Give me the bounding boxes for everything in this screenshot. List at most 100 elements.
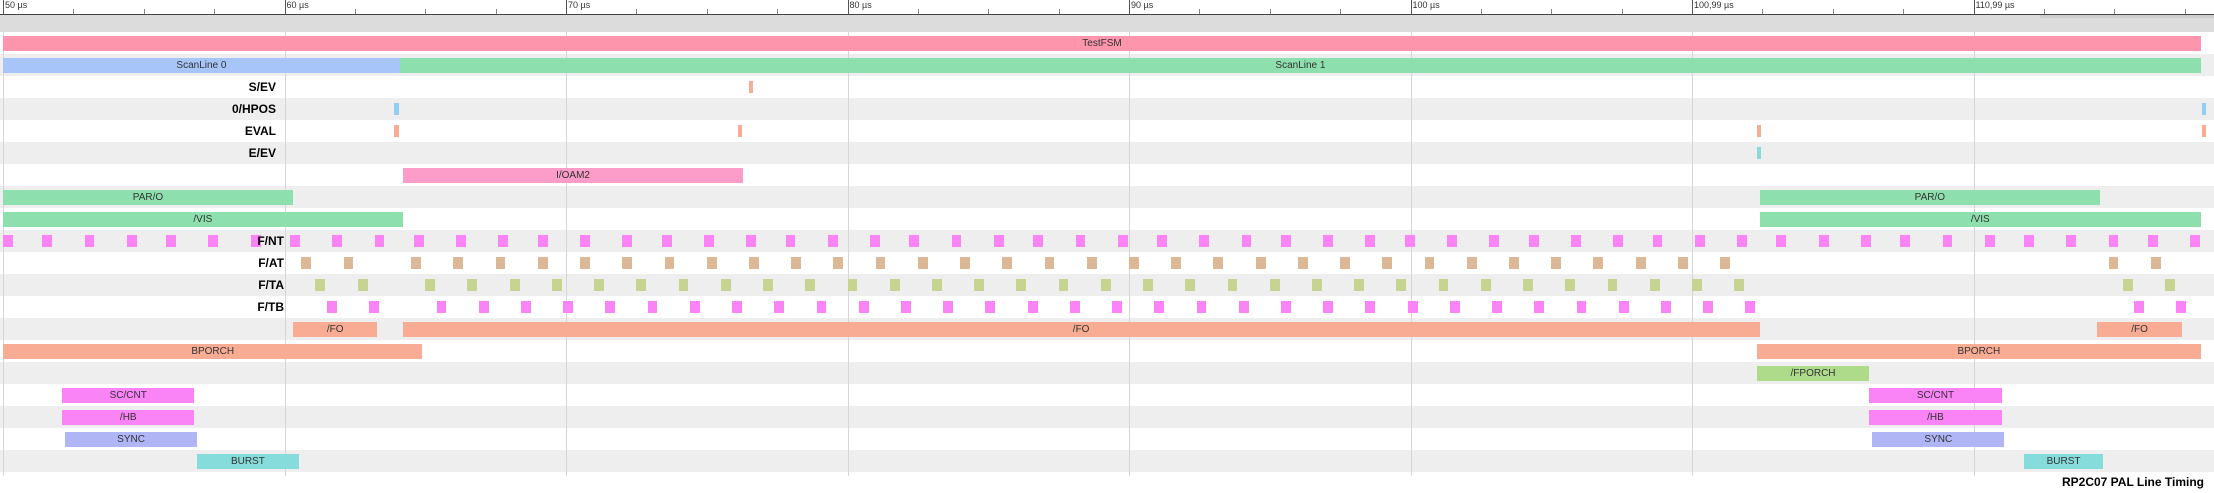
- signal-pulse[interactable]: [1703, 301, 1714, 313]
- signal-pulse[interactable]: [785, 235, 796, 247]
- signal-pulse[interactable]: [413, 235, 424, 247]
- signal-pulse[interactable]: [580, 257, 590, 269]
- signal-pulse[interactable]: [622, 257, 633, 269]
- signal-pulse[interactable]: [166, 235, 177, 247]
- signal-pulse[interactable]: [720, 279, 731, 291]
- signal-pulse[interactable]: [2176, 301, 2187, 313]
- signal-segment[interactable]: /FO: [402, 321, 1760, 337]
- signal-pulse[interactable]: [943, 301, 954, 313]
- signal-pulse[interactable]: [2108, 235, 2119, 247]
- signal-pulse[interactable]: [1480, 279, 1491, 291]
- signal-pulse[interactable]: [2201, 125, 2206, 137]
- signal-pulse[interactable]: [1069, 301, 1080, 313]
- signal-pulse[interactable]: [985, 301, 996, 313]
- signal-pulse[interactable]: [1694, 235, 1705, 247]
- signal-pulse[interactable]: [664, 257, 675, 269]
- signal-pulse[interactable]: [732, 301, 742, 313]
- signal-pulse[interactable]: [2133, 301, 2144, 313]
- signal-pulse[interactable]: [301, 257, 312, 269]
- signal-segment[interactable]: PAR/O: [3, 189, 293, 205]
- signal-segment[interactable]: ScanLine 0: [3, 57, 400, 73]
- signal-segment[interactable]: BURST: [197, 453, 299, 469]
- signal-pulse[interactable]: [551, 279, 562, 291]
- signal-pulse[interactable]: [1404, 235, 1415, 247]
- signal-pulse[interactable]: [495, 257, 506, 269]
- signal-pulse[interactable]: [1635, 257, 1646, 269]
- ruler-scroll-thumb[interactable]: [2040, 15, 2214, 18]
- signal-pulse[interactable]: [1734, 279, 1745, 291]
- signal-pulse[interactable]: [951, 235, 962, 247]
- signal-pulse[interactable]: [1756, 147, 1761, 159]
- signal-pulse[interactable]: [1281, 235, 1291, 247]
- signal-pulse[interactable]: [960, 257, 970, 269]
- signal-pulse[interactable]: [1033, 235, 1044, 247]
- signal-pulse[interactable]: [1745, 301, 1756, 313]
- signal-pulse[interactable]: [1016, 279, 1027, 291]
- signal-pulse[interactable]: [1185, 279, 1196, 291]
- signal-pulse[interactable]: [394, 125, 399, 137]
- signal-pulse[interactable]: [2150, 257, 2161, 269]
- signal-segment[interactable]: BURST: [2024, 453, 2103, 469]
- signal-pulse[interactable]: [689, 301, 700, 313]
- signal-pulse[interactable]: [2108, 257, 2119, 269]
- signal-pulse[interactable]: [1323, 235, 1334, 247]
- signal-pulse[interactable]: [1438, 279, 1449, 291]
- signal-segment[interactable]: /HB: [1869, 409, 2002, 425]
- signal-pulse[interactable]: [1613, 235, 1624, 247]
- signal-pulse[interactable]: [805, 279, 816, 291]
- signal-pulse[interactable]: [1100, 279, 1111, 291]
- signal-segment[interactable]: /FO: [292, 321, 378, 337]
- signal-pulse[interactable]: [636, 279, 647, 291]
- signal-pulse[interactable]: [1297, 257, 1308, 269]
- signal-pulse[interactable]: [1720, 257, 1730, 269]
- signal-segment[interactable]: ScanLine 1: [399, 57, 2201, 73]
- signal-pulse[interactable]: [1171, 257, 1182, 269]
- signal-pulse[interactable]: [1241, 235, 1252, 247]
- signal-pulse[interactable]: [1058, 279, 1069, 291]
- signal-pulse[interactable]: [394, 103, 399, 115]
- signal-pulse[interactable]: [774, 301, 785, 313]
- signal-pulse[interactable]: [2066, 235, 2077, 247]
- signal-segment[interactable]: BPORCH: [3, 343, 423, 359]
- signal-pulse[interactable]: [520, 301, 531, 313]
- signal-pulse[interactable]: [1027, 301, 1038, 313]
- signal-pulse[interactable]: [580, 235, 590, 247]
- signal-pulse[interactable]: [453, 257, 464, 269]
- signal-pulse[interactable]: [1311, 279, 1322, 291]
- signal-pulse[interactable]: [332, 235, 343, 247]
- signal-pulse[interactable]: [411, 257, 422, 269]
- signal-pulse[interactable]: [1044, 257, 1055, 269]
- signal-pulse[interactable]: [678, 279, 689, 291]
- signal-pulse[interactable]: [706, 257, 717, 269]
- signal-pulse[interactable]: [250, 235, 261, 247]
- signal-pulse[interactable]: [1323, 301, 1334, 313]
- signal-pulse[interactable]: [622, 235, 633, 247]
- signal-pulse[interactable]: [563, 301, 574, 313]
- signal-pulse[interactable]: [42, 235, 53, 247]
- signal-pulse[interactable]: [1255, 257, 1266, 269]
- signal-pulse[interactable]: [208, 235, 219, 247]
- signal-segment[interactable]: /VIS: [1759, 211, 2201, 227]
- signal-pulse[interactable]: [647, 301, 658, 313]
- signal-pulse[interactable]: [833, 257, 844, 269]
- signal-pulse[interactable]: [605, 301, 616, 313]
- signal-pulse[interactable]: [478, 301, 489, 313]
- signal-pulse[interactable]: [1447, 235, 1457, 247]
- signal-pulse[interactable]: [1528, 235, 1539, 247]
- signal-pulse[interactable]: [1213, 257, 1224, 269]
- signal-pulse[interactable]: [2148, 235, 2158, 247]
- signal-pulse[interactable]: [827, 235, 838, 247]
- signal-segment[interactable]: /FO: [2097, 321, 2182, 337]
- signal-pulse[interactable]: [374, 235, 385, 247]
- signal-pulse[interactable]: [2122, 279, 2133, 291]
- signal-pulse[interactable]: [1196, 301, 1207, 313]
- signal-pulse[interactable]: [1576, 301, 1587, 313]
- signal-segment[interactable]: BPORCH: [1756, 343, 2201, 359]
- signal-pulse[interactable]: [126, 235, 137, 247]
- signal-pulse[interactable]: [974, 279, 985, 291]
- signal-segment[interactable]: SYNC: [1872, 431, 2005, 447]
- signal-pulse[interactable]: [1157, 235, 1167, 247]
- signal-pulse[interactable]: [909, 235, 920, 247]
- signal-pulse[interactable]: [1649, 279, 1660, 291]
